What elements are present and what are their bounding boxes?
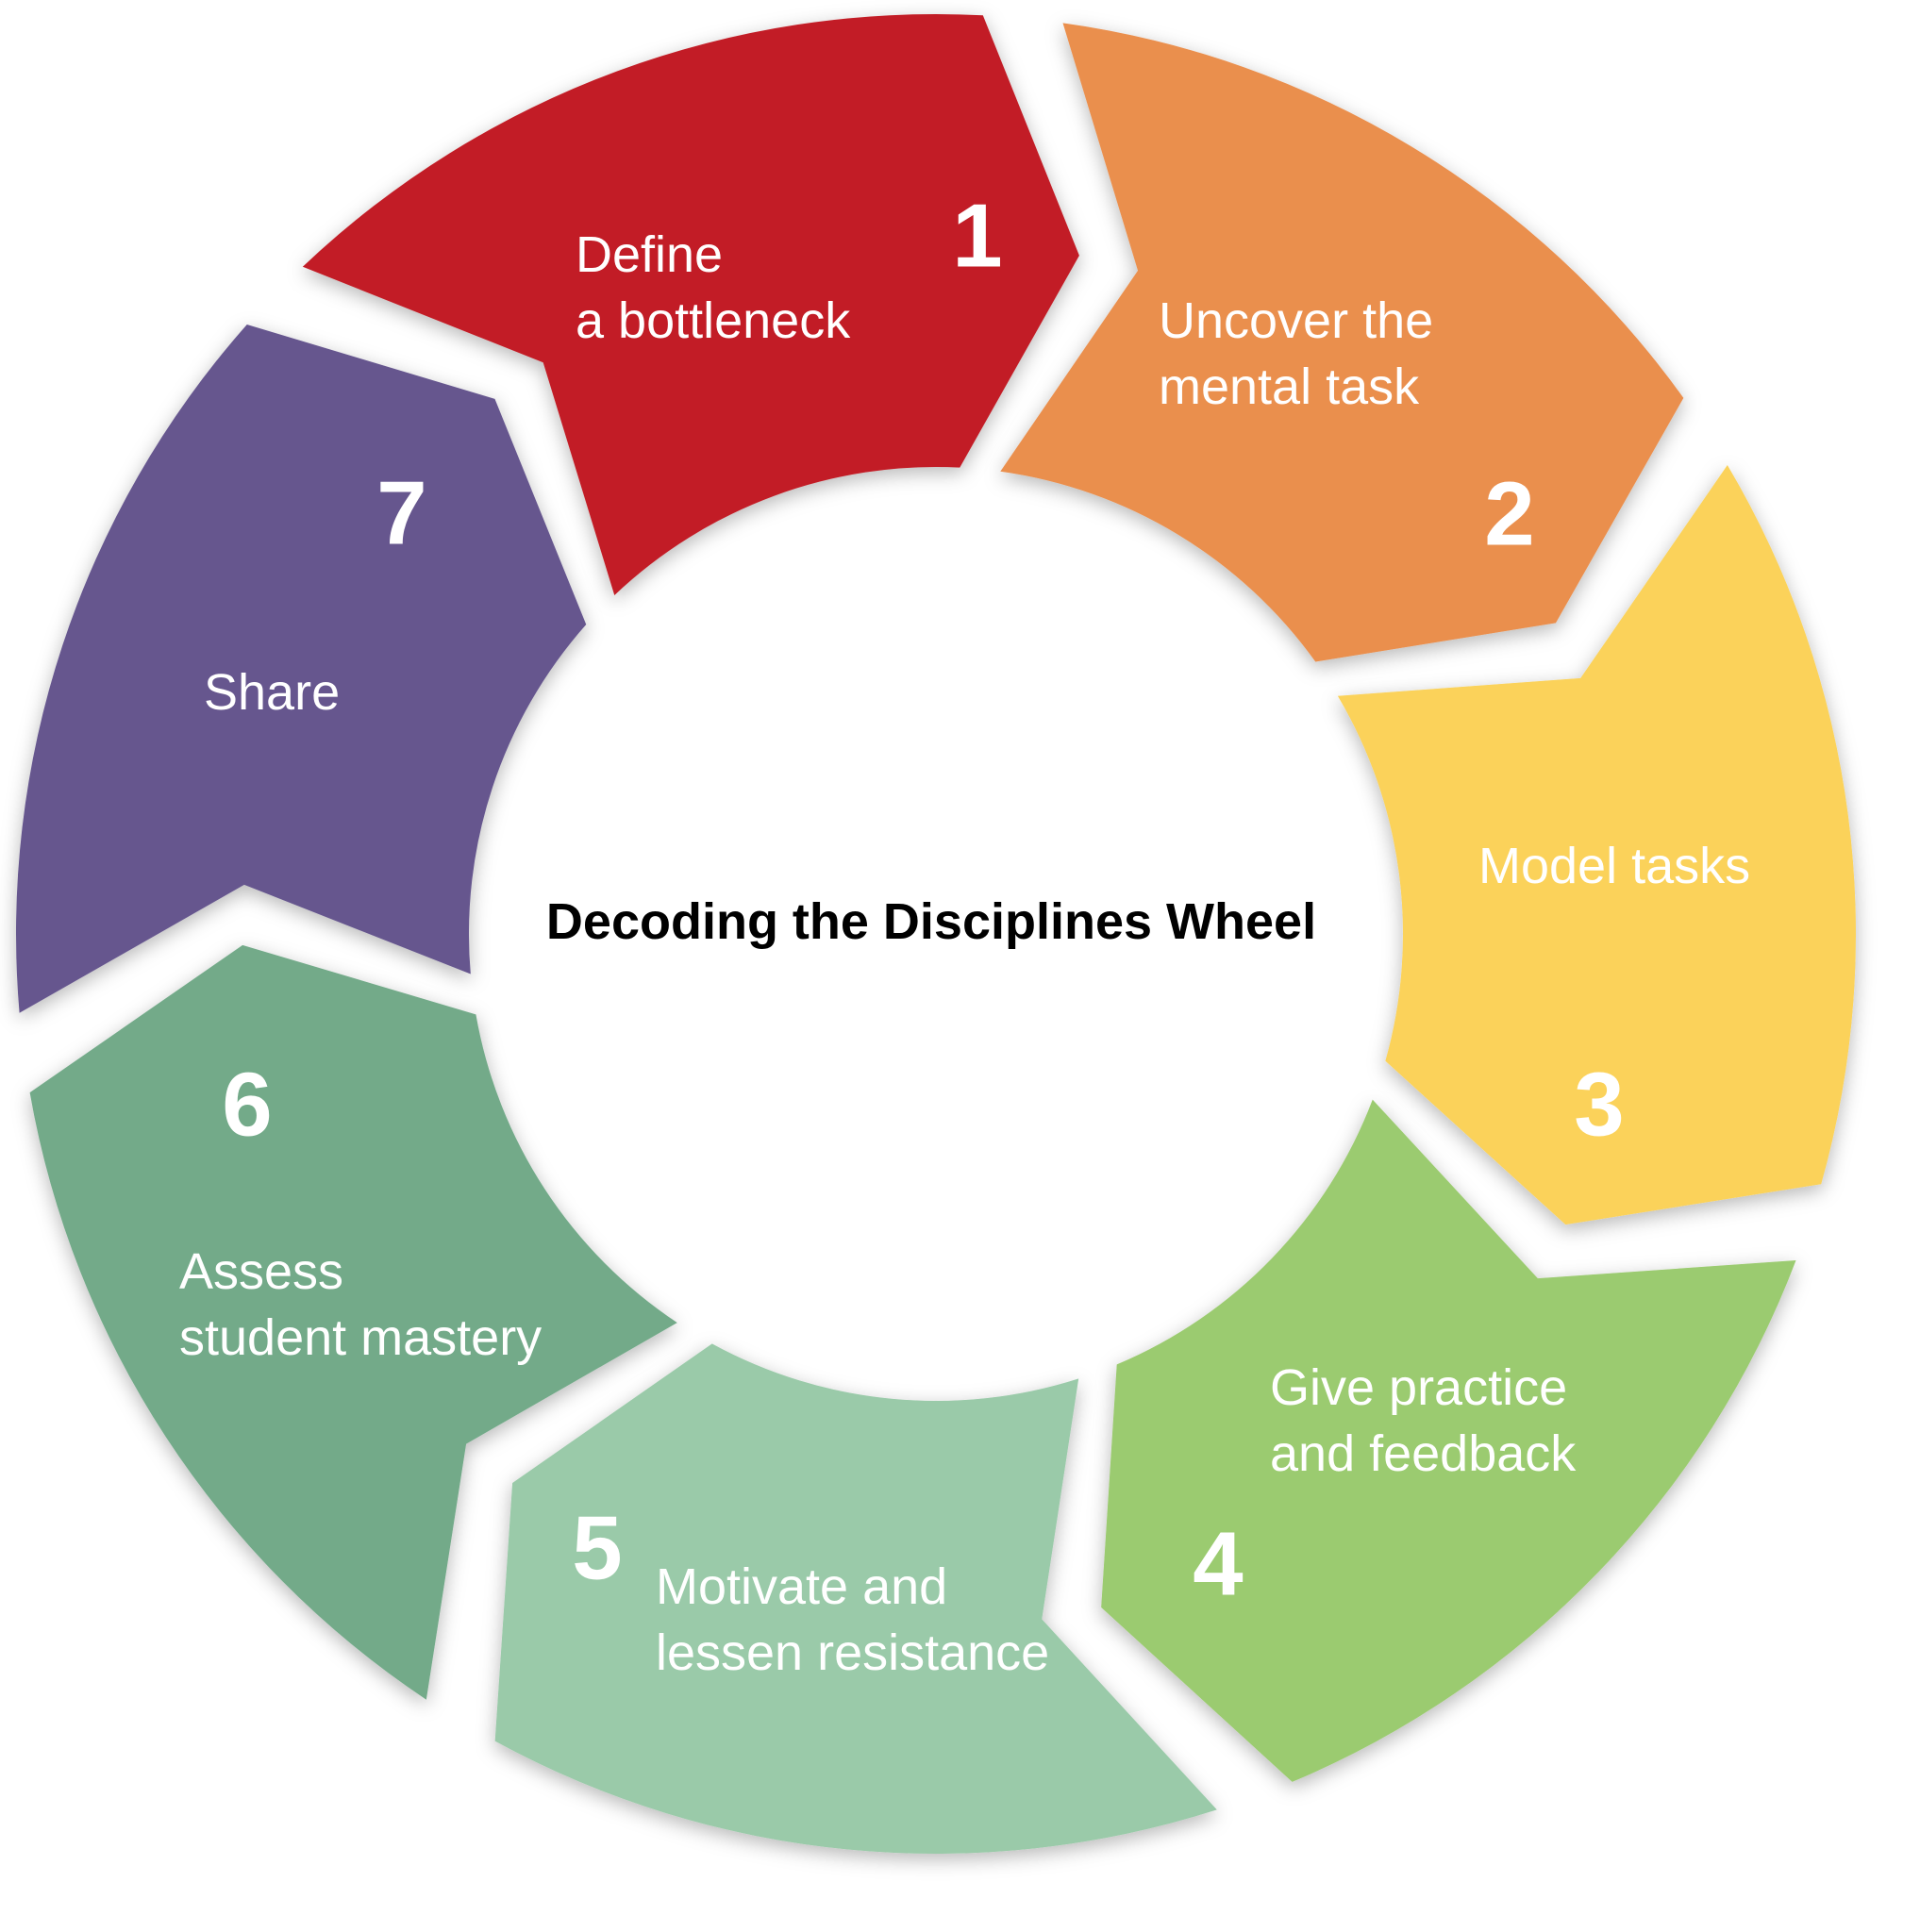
- step-label-line1: Give practice: [1270, 1359, 1567, 1416]
- wheel-segment-5: [494, 1343, 1217, 1854]
- step-7: 7 Share: [204, 463, 427, 722]
- step-number: 2: [1484, 464, 1534, 565]
- step-4: 4 Give practice and feedback: [1193, 1359, 1577, 1615]
- step-label-line2: and feedback: [1270, 1425, 1577, 1482]
- step-label-line1: Uncover the: [1159, 292, 1433, 349]
- step-label-line2: a bottleneck: [576, 292, 851, 349]
- wheel-segment-3: [1337, 465, 1856, 1225]
- step-1: 1 Define a bottleneck: [576, 186, 1003, 350]
- wheel-title: Decoding the Disciplines Wheel: [546, 893, 1316, 950]
- wheel-segment-7: [16, 324, 587, 1013]
- wheel-segment-6: [29, 944, 677, 1700]
- step-number: 3: [1574, 1055, 1624, 1156]
- wheel-segment-1: [302, 14, 1079, 595]
- step-number: 4: [1193, 1514, 1243, 1615]
- step-number: 5: [572, 1498, 622, 1599]
- step-number: 7: [376, 463, 426, 564]
- step-label-line1: Define: [576, 226, 723, 283]
- step-label-line2: student mastery: [179, 1309, 542, 1366]
- wheel-segment-2: [1000, 23, 1684, 662]
- step-label-line1: Model tasks: [1478, 838, 1750, 894]
- wheel-segment-4: [1101, 1099, 1796, 1782]
- step-6: 6 Assess student mastery: [179, 1055, 542, 1367]
- step-3: 3 Model tasks: [1478, 838, 1750, 1156]
- step-label-line1: Share: [204, 664, 340, 721]
- step-label-line2: lessen resistance: [656, 1624, 1049, 1681]
- step-number: 6: [222, 1055, 272, 1156]
- step-2: 2 Uncover the mental task: [1159, 292, 1535, 565]
- step-number: 1: [952, 186, 1002, 287]
- step-5: 5 Motivate and lessen resistance: [572, 1498, 1049, 1682]
- step-label-line2: mental task: [1159, 358, 1420, 415]
- wheel-segments: [16, 14, 1856, 1854]
- step-label-line1: Motivate and: [656, 1558, 947, 1615]
- step-label-line1: Assess: [179, 1243, 343, 1300]
